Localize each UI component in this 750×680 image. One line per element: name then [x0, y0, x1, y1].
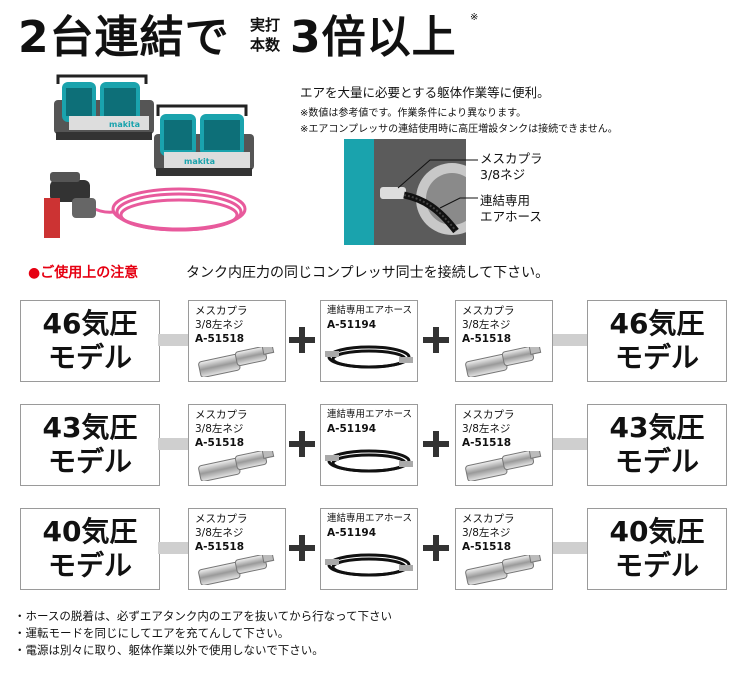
plus-icon — [423, 535, 449, 561]
connector-bar — [158, 438, 188, 450]
model-pressure: 46気圧 — [42, 307, 138, 340]
coupler-part-right: メスカプラ 3/8左ネジ A-51518 — [455, 300, 553, 382]
coupler-thread: 3/8左ネジ — [462, 527, 511, 539]
coupler-code: A-51518 — [462, 333, 512, 345]
headline-note-mark: ※ — [470, 12, 479, 23]
headline-small-bottom: 本数 — [250, 36, 281, 54]
hose-part: 連結専用エアホース A-51194 — [320, 508, 418, 590]
coupler-image — [465, 549, 542, 586]
coupler-part-left: メスカプラ 3/8左ネジ A-51518 — [188, 508, 286, 590]
caution-text: タンク内圧力の同じコンプレッサ同士を接続して下さい。 — [186, 265, 550, 281]
plus-icon — [289, 431, 315, 457]
model-pressure: 46気圧 — [609, 307, 705, 340]
svg-text:makita: makita — [184, 157, 215, 166]
coupler-name: メスカプラ — [195, 409, 248, 421]
connector-bar — [158, 334, 188, 346]
coupler-image — [465, 341, 542, 378]
headline-part1: 2台連結で — [18, 12, 230, 63]
model-label: モデル — [47, 445, 132, 478]
footer-note-1: ・ホースの脱着は、必ずエアタンク内のエアを抜いてから行なって下さい — [14, 609, 393, 623]
connector-bar — [553, 334, 587, 346]
coupler-name: メスカプラ — [195, 305, 248, 317]
coupler-name: メスカプラ — [462, 409, 515, 421]
coupler-code: A-51518 — [462, 437, 512, 449]
photo-label-hose-2: エアホース — [480, 209, 542, 224]
model-label: モデル — [614, 341, 699, 374]
compressor-back: makita — [54, 74, 154, 140]
hose-image — [325, 449, 413, 473]
hose-name: 連結専用エアホース — [327, 305, 413, 316]
footer-note-2: ・運転モードを同じにしてエアを充てんして下さい。 — [14, 626, 290, 640]
hose-image — [325, 553, 413, 577]
coupler-thread: 3/8左ネジ — [195, 423, 244, 435]
footer-notes: ・ホースの脱着は、必ずエアタンク内のエアを抜いてから行なって下さい ・運転モード… — [14, 608, 392, 659]
hose-image — [325, 345, 413, 369]
coupler-image — [465, 445, 542, 482]
compressor-front: makita — [154, 104, 254, 176]
headline-small-top: 実打 — [250, 16, 281, 34]
model-right: 46気圧 モデル — [587, 300, 727, 382]
model-right: 43気圧 モデル — [587, 404, 727, 486]
photo-label-coupler-1: メスカプラ — [480, 151, 543, 166]
model-left: 46気圧 モデル — [20, 300, 160, 382]
model-label: モデル — [47, 549, 132, 582]
plus-icon — [423, 327, 449, 353]
headline-part2: 3倍以上 — [290, 12, 457, 63]
connector-bar — [553, 542, 587, 554]
coupler-image — [198, 341, 275, 378]
compressor-illustration: makita makita — [44, 74, 254, 238]
model-left: 40気圧 モデル — [20, 508, 160, 590]
model-right: 40気圧 モデル — [587, 508, 727, 590]
connector-bar — [553, 438, 587, 450]
plus-icon — [423, 431, 449, 457]
connector-bar — [158, 542, 188, 554]
model-label: モデル — [614, 445, 699, 478]
hose-name: 連結専用エアホース — [327, 513, 413, 524]
hose-part: 連結専用エアホース A-51194 — [320, 300, 418, 382]
model-pressure: 43気圧 — [609, 411, 705, 444]
coupler-part-right: メスカプラ 3/8左ネジ A-51518 — [455, 508, 553, 590]
model-pressure: 40気圧 — [609, 515, 705, 548]
coupler-name: メスカプラ — [462, 305, 515, 317]
coupler-part-left: メスカプラ 3/8左ネジ A-51518 — [188, 300, 286, 382]
connection-detail-photo — [344, 139, 466, 245]
svg-text:makita: makita — [109, 120, 140, 129]
coupler-image — [198, 549, 275, 586]
coupler-code: A-51518 — [195, 437, 245, 449]
intro-note2: ※エアコンプレッサの連結使用時に高圧増設タンクは接続できません。 — [300, 124, 618, 135]
hose-code: A-51194 — [327, 527, 377, 539]
model-left: 43気圧 モデル — [20, 404, 160, 486]
hose-part: 連結専用エアホース A-51194 — [320, 404, 418, 486]
coupler-image — [198, 445, 275, 482]
coupler-thread: 3/8左ネジ — [195, 527, 244, 539]
intro-note1: ※数値は参考値です。作業条件により異なります。 — [300, 108, 527, 119]
hose-code: A-51194 — [327, 319, 377, 331]
coupler-code: A-51518 — [195, 541, 245, 553]
hose-code: A-51194 — [327, 423, 377, 435]
coupler-part-right: メスカプラ 3/8左ネジ A-51518 — [455, 404, 553, 486]
pink-hose — [72, 187, 247, 232]
model-pressure: 40気圧 — [42, 515, 138, 548]
intro-main: エアを大量に必要とする躯体作業等に便利。 — [300, 85, 550, 100]
model-label: モデル — [614, 549, 699, 582]
model-label: モデル — [47, 341, 132, 374]
photo-label-coupler-2: 3/8ネジ — [480, 167, 526, 182]
model-pressure: 43気圧 — [42, 411, 138, 444]
plus-icon — [289, 327, 315, 353]
coupler-name: メスカプラ — [462, 513, 515, 525]
leader-lines — [397, 159, 478, 209]
photo-label-hose-1: 連結専用 — [480, 193, 531, 208]
hose-name: 連結専用エアホース — [327, 409, 413, 420]
coupler-thread: 3/8左ネジ — [462, 319, 511, 331]
coupler-code: A-51518 — [462, 541, 512, 553]
coupler-code: A-51518 — [195, 333, 245, 345]
coupler-thread: 3/8左ネジ — [195, 319, 244, 331]
nail-gun — [44, 172, 96, 238]
coupler-name: メスカプラ — [195, 513, 248, 525]
coupler-part-left: メスカプラ 3/8左ネジ A-51518 — [188, 404, 286, 486]
coupler-thread: 3/8左ネジ — [462, 423, 511, 435]
footer-note-3: ・電源は別々に取り、躯体作業以外で使用しないで下さい。 — [14, 643, 324, 657]
caution-label: ●ご使用上の注意 — [28, 265, 139, 281]
plus-icon — [289, 535, 315, 561]
